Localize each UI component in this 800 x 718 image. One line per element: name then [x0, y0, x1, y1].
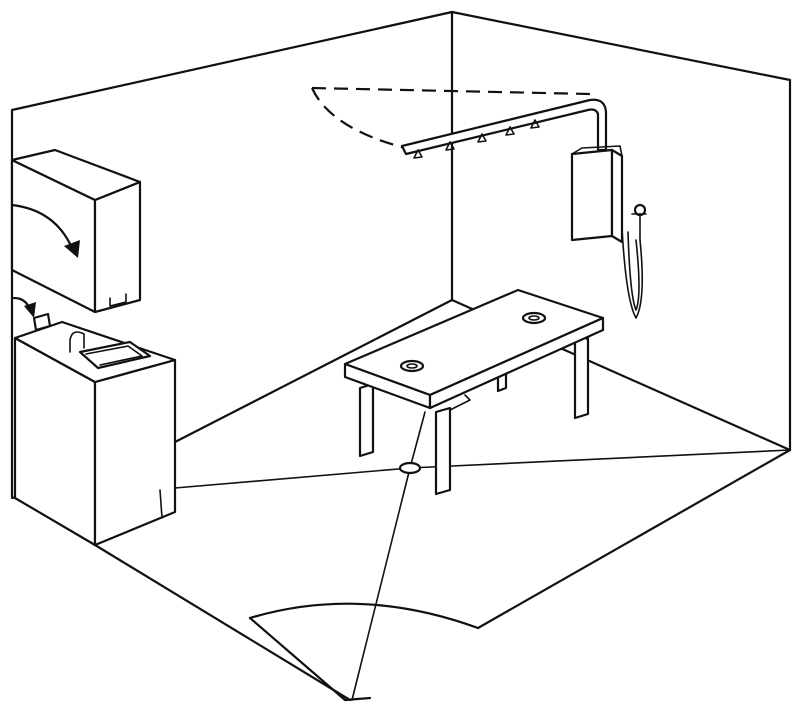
table-drain-back-inner — [528, 315, 540, 321]
floor-right-edge — [476, 448, 792, 630]
table-leg-front-right — [434, 406, 452, 496]
door-threshold — [248, 616, 372, 702]
cabinet-side — [93, 180, 142, 314]
track-light-5 — [530, 119, 540, 129]
cabinet-base-notch — [109, 293, 127, 307]
track-light-3 — [477, 133, 487, 143]
table-top-edge-right — [428, 316, 605, 410]
track-light-1 — [413, 149, 423, 159]
shower-hose-inner — [627, 231, 640, 311]
back-right-wall — [450, 10, 792, 452]
track-light-2 — [445, 141, 455, 151]
floor-back-edge-left — [173, 298, 454, 444]
table — [343, 288, 605, 496]
door-opening — [248, 602, 480, 702]
shower-mount — [631, 213, 647, 241]
ceiling-swing-arc — [311, 86, 591, 96]
floor-sight-lines — [174, 411, 791, 701]
sight-line-table — [409, 411, 426, 469]
cabinet-door-swing-arrow — [10, 203, 74, 250]
shower-hose — [621, 227, 644, 319]
heater-box-top — [571, 145, 623, 157]
heater-box-side — [610, 148, 624, 244]
sink-basin-inner — [85, 345, 143, 366]
cabinet-top — [10, 148, 142, 202]
table-leg-front-left — [358, 382, 375, 458]
floor-drain — [398, 461, 422, 475]
floor-front-left-edge — [93, 543, 352, 702]
sight-line-right — [409, 449, 791, 469]
sight-line-left — [174, 467, 411, 489]
heater-box-front — [570, 148, 614, 242]
track-light-4 — [505, 126, 515, 136]
ceiling-swing-curve — [310, 87, 406, 150]
table-drain-back — [521, 311, 547, 325]
counter-side — [93, 358, 177, 547]
door-swing-arc — [248, 602, 480, 630]
ceiling-track — [310, 86, 608, 159]
sink-counter — [12, 296, 177, 547]
wall-cabinet — [10, 148, 142, 314]
track-rail — [400, 98, 608, 156]
sight-line-to-door — [351, 467, 411, 701]
water-heater — [570, 145, 647, 319]
counter-toe-kick — [159, 489, 163, 519]
sink-faucet — [69, 331, 85, 353]
dispenser-arrow-head — [24, 302, 36, 318]
soap-dispenser — [32, 312, 52, 332]
table-drain-front — [399, 359, 425, 373]
cabinet-arrow-head — [64, 240, 80, 258]
table-drain-front-inner — [406, 363, 418, 369]
